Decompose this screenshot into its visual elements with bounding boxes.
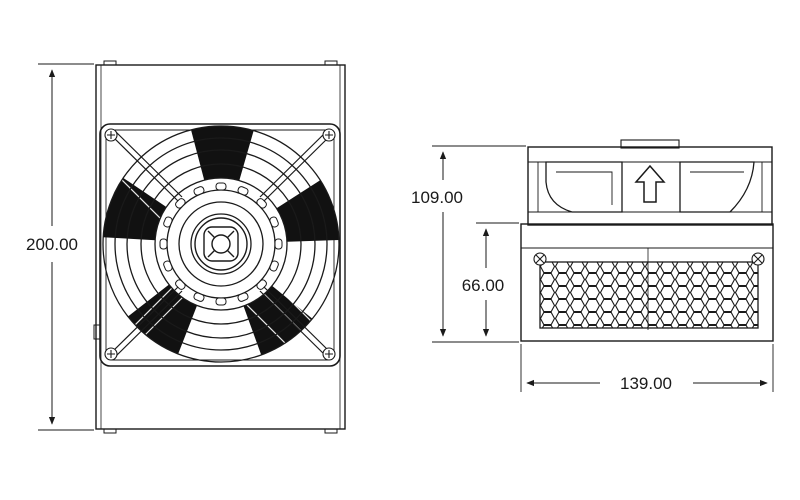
phillips-screw-icon (533, 252, 765, 266)
dimension-label-66: 66.00 (462, 276, 505, 295)
dimension-label-200: 200.00 (26, 235, 78, 254)
dimension-side-total (432, 145, 526, 343)
hex-mesh (539, 261, 759, 329)
dimension-label-109: 109.00 (411, 188, 463, 207)
side-view (520, 139, 774, 342)
dimension-guard-height (476, 222, 519, 337)
enclosure-outline (95, 64, 346, 430)
dimension-side-width (520, 344, 774, 392)
fan-frame (99, 123, 341, 367)
dimension-label-139: 139.00 (620, 374, 672, 393)
up-arrow-icon (634, 164, 666, 203)
guard-struts (109, 129, 333, 359)
front-view (93, 60, 346, 434)
dimension-front-height (38, 63, 94, 431)
fan-hub (194, 217, 248, 271)
fan-body (527, 146, 773, 226)
phillips-screw-icon (104, 128, 336, 361)
guard-enclosure (520, 223, 774, 342)
